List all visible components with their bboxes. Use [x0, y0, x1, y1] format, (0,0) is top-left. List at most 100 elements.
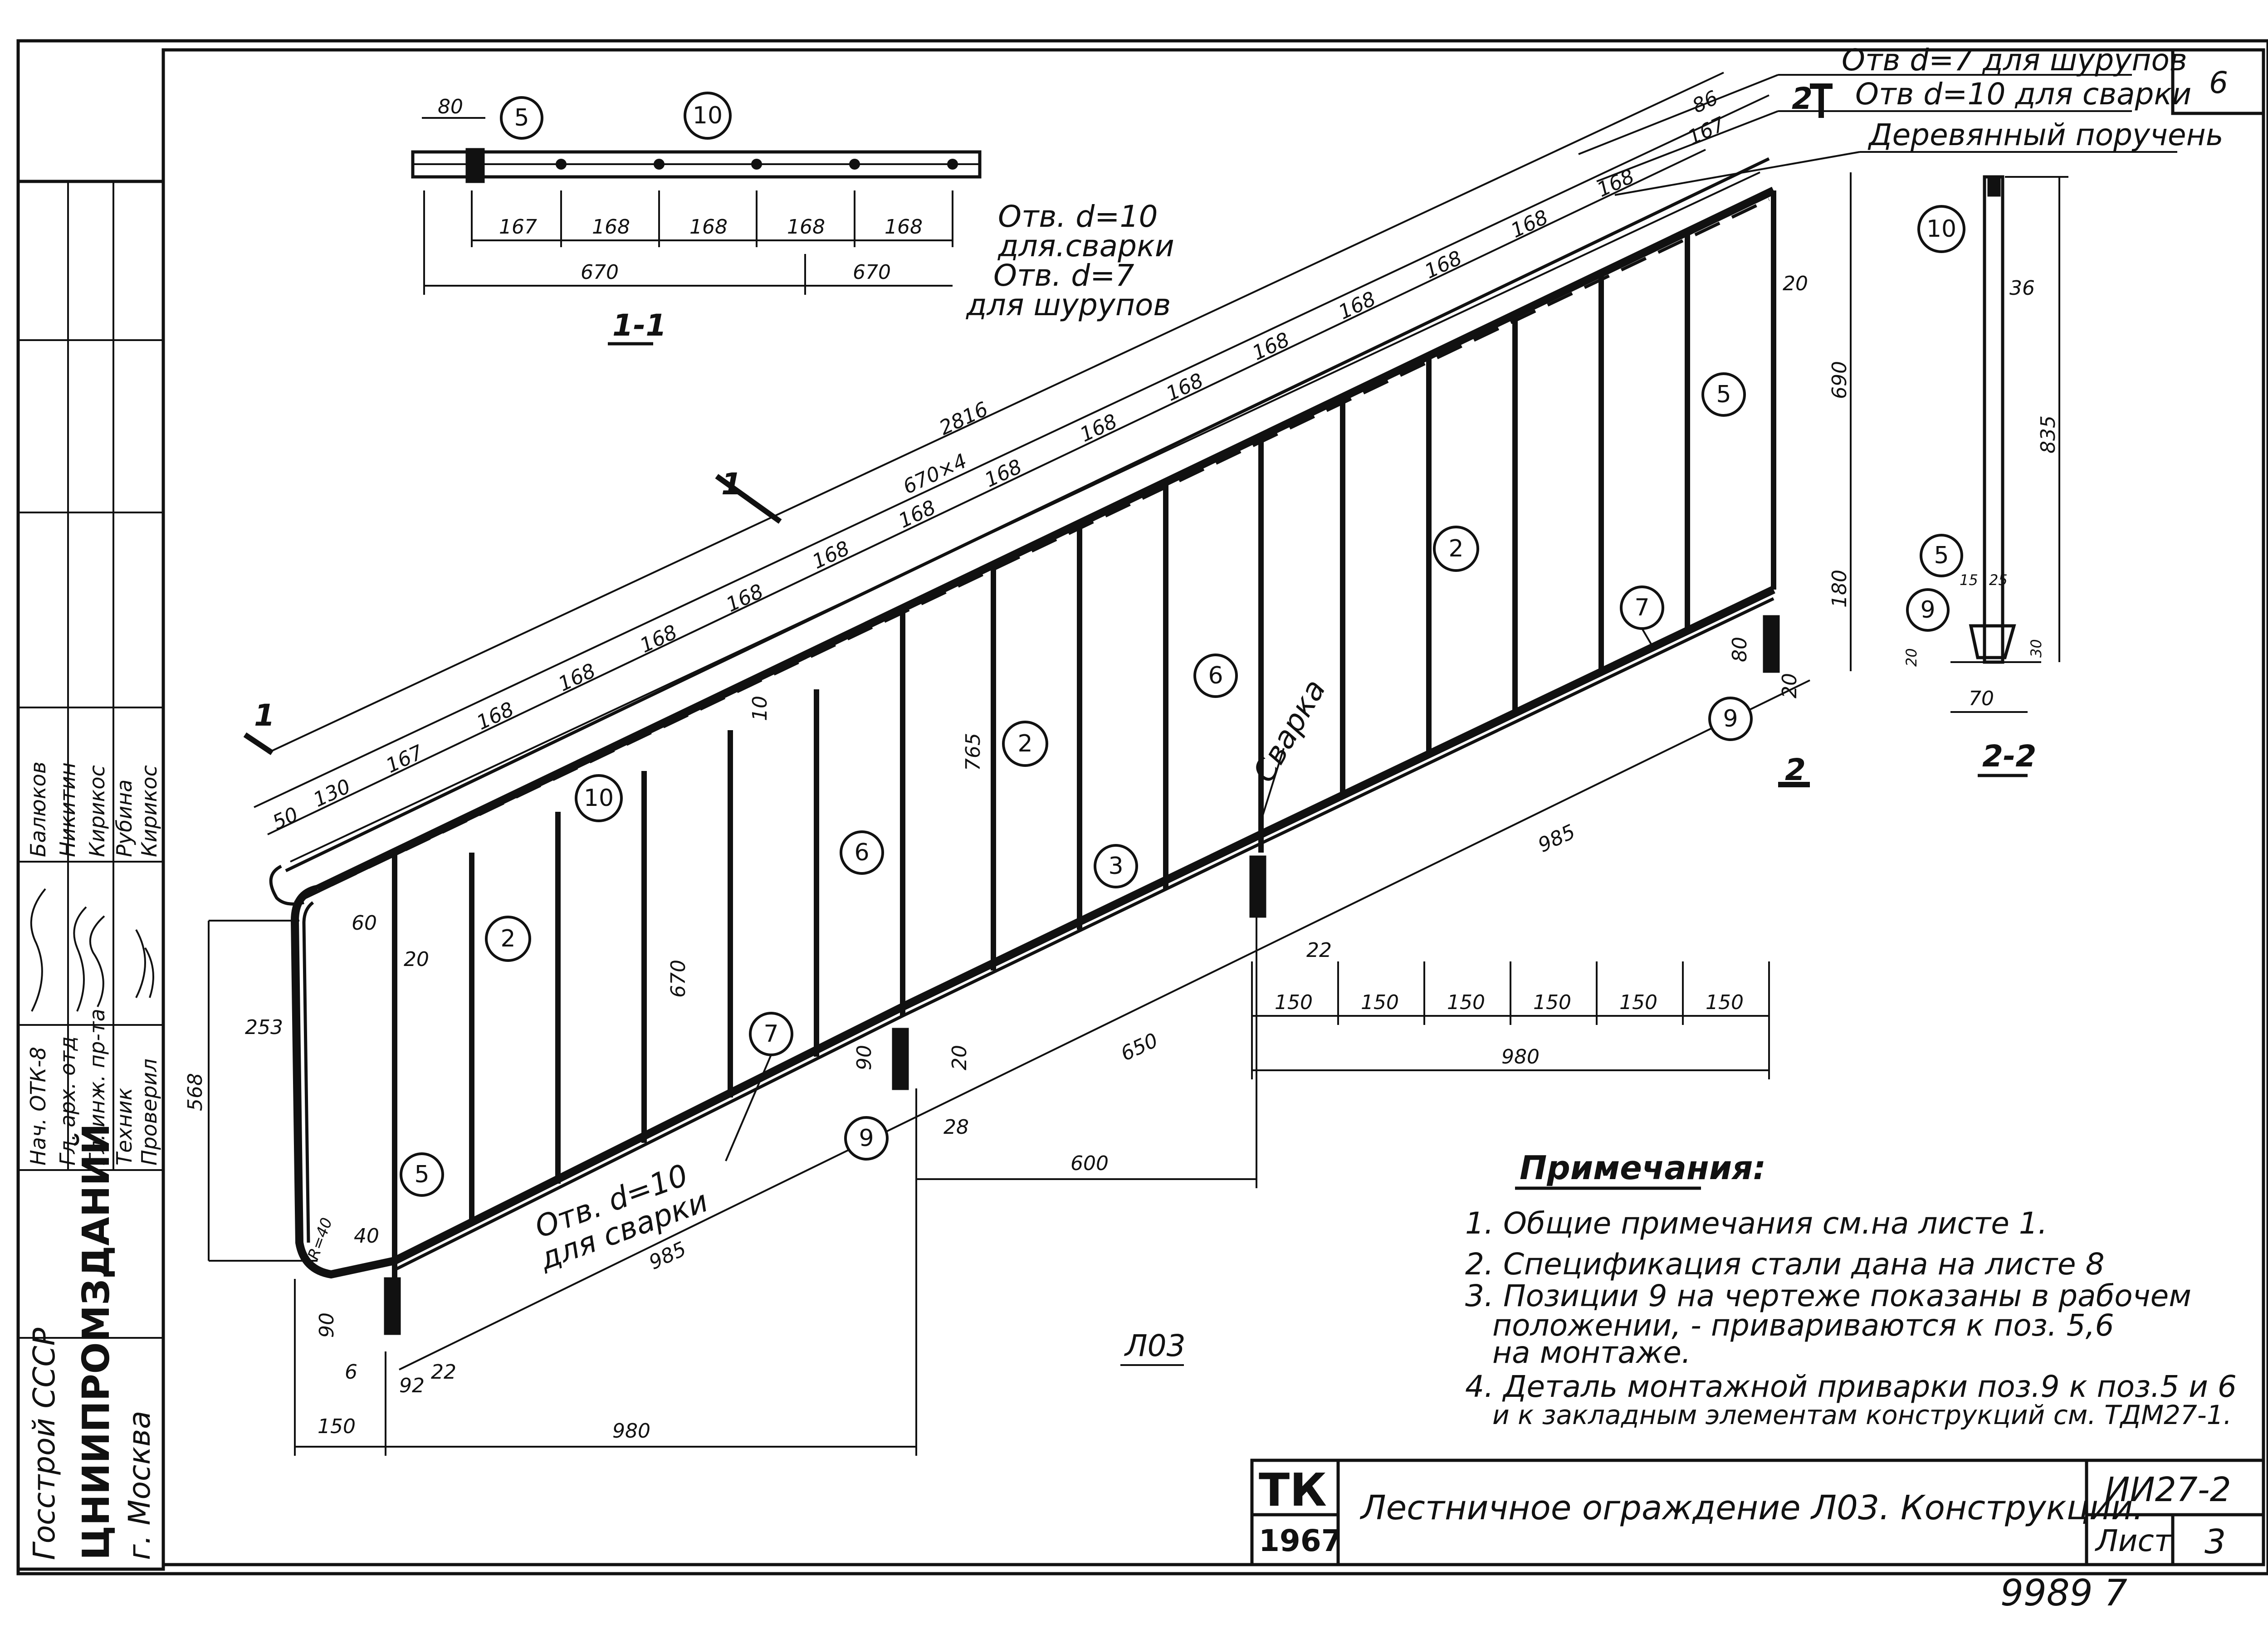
sec22-pos-10: 10 [1926, 215, 1956, 243]
pos-2-label-left: 2 [500, 925, 515, 952]
note-line-1: 1. Общие примечания см.на листе 1. [1465, 1206, 2048, 1241]
pos-9-balloon-right [1708, 697, 1753, 741]
section-mark-2-bottom: 2 [1785, 752, 1806, 787]
section-1-1: 80 167 168 168 168 168 670 670 Отв. d=10… [411, 92, 1174, 346]
tb-sheet-num: 3 [2204, 1522, 2226, 1561]
sec22-dim-835: 835 [2037, 415, 2060, 454]
notes-title: Примечания: [1520, 1149, 1766, 1187]
pos-2-balloon-mid [1002, 721, 1048, 767]
dim-22-left: 22 [431, 1361, 456, 1384]
top-rail [316, 186, 1775, 893]
sec11-total-right: 670 [853, 261, 891, 284]
pos-6-label-mid: 6 [1208, 662, 1223, 689]
dim-90-left: 90 [315, 1312, 338, 1338]
signature-scribbles [30, 888, 154, 1012]
dim-168-8: 168 [1076, 410, 1121, 447]
callout-wood: Деревянный поручень [1867, 117, 2224, 152]
sec11-pos-10: 10 [693, 102, 723, 129]
dim-150-b1: 150 [1275, 991, 1313, 1014]
balusters [469, 231, 1690, 1224]
pos-9-label-left: 9 [859, 1125, 874, 1152]
tb-sheet-label: Лист [2095, 1523, 2173, 1558]
sec11-pos-5: 5 [514, 104, 529, 132]
dim-168-6: 168 [895, 496, 939, 533]
pos-6-balloon-left [840, 830, 884, 875]
plate-9-mid [892, 1028, 909, 1090]
pos-3-balloon [1094, 844, 1138, 888]
note-line-6: 4. Деталь монтажной приварки поз.9 к поз… [1465, 1369, 2237, 1404]
sec11-dim-80: 80 [438, 95, 463, 118]
pos-9-balloon-left [844, 1116, 889, 1161]
wooden-handrail [285, 157, 1770, 873]
dim-20-right2: 20 [1778, 673, 1801, 698]
sec22-dim-20: 20 [1903, 648, 1920, 667]
pos-6-label-left: 6 [854, 839, 869, 866]
dim-670-vertical: 670 [667, 960, 690, 998]
dim-130: 130 [310, 775, 354, 812]
pos-2-label-right: 2 [1448, 535, 1463, 562]
dim-167a: 167 [382, 741, 427, 778]
dim-168-3: 168 [636, 620, 681, 658]
dim-2816: 2816 [936, 397, 992, 440]
sec11-pos-5-balloon [500, 96, 543, 140]
stamp-role-5: Проверил [137, 1058, 161, 1166]
note-line-4: положении, - привариваются к поз. 5,6 [1492, 1308, 2114, 1343]
stamp-org-2: ЦНИИПРОМЗДАНИЙ [74, 1123, 118, 1560]
plate-9-left [384, 1277, 401, 1335]
dim-92: 92 [399, 1374, 425, 1397]
stamp-name-3: Кирикос [85, 765, 109, 857]
pos-2-balloon-right [1433, 526, 1479, 572]
sec11-title: 1-1 [612, 308, 666, 343]
sec22-pos-10-balloon [1917, 205, 1965, 253]
callout-screw: Отв d=7 для шурупов [1842, 43, 2187, 78]
sec11-pos-10-balloon [684, 92, 732, 140]
dim-168-7: 168 [981, 455, 1026, 492]
pos-2-label-mid: 2 [1017, 730, 1032, 757]
stamp-city: г. Москва [122, 1411, 157, 1560]
tb-code: ИИ27-2 [2105, 1470, 2231, 1509]
dim-985-top: 985 [1535, 820, 1579, 857]
dim-253: 253 [245, 1016, 283, 1039]
dim-650: 650 [1117, 1029, 1162, 1066]
sec22-dim-25: 25 [1989, 571, 2008, 589]
dim-168-12: 168 [1421, 246, 1466, 283]
dim-150-b2: 150 [1361, 991, 1399, 1014]
dim-28: 28 [943, 1116, 969, 1139]
pos-3-label: 3 [1108, 853, 1123, 880]
sec22-pos-9: 9 [1920, 596, 1935, 624]
dim-168-1: 168 [473, 697, 518, 735]
section-2-2: 10 5 9 36 835 15 25 30 20 70 2-2 [1903, 175, 2068, 777]
pos-10-balloon [575, 774, 623, 822]
notes-block: Примечания: 1. Общие примечания см.на ли… [1465, 1149, 2237, 1430]
sec22-dim-15: 15 [1960, 571, 1978, 589]
dim-168-14: 168 [1593, 165, 1638, 202]
sec22-pos-5: 5 [1934, 542, 1949, 569]
sec11-hole-screw-2: для шурупов [966, 288, 1171, 322]
tb-tk: ТК [1259, 1463, 1327, 1517]
dim-168-13: 168 [1507, 205, 1552, 243]
callouts-top-right: Отв d=7 для шурупов Отв d=10 для сварки … [1578, 43, 2224, 196]
stamp-role-4: Техник [112, 1088, 137, 1166]
pos-6-balloon-mid [1193, 654, 1238, 698]
callout-weld: Отв d=10 для сварки [1855, 77, 2191, 112]
dim-6: 6 [345, 1361, 357, 1384]
note-line-2: 2. Спецификация стали дана на листе 8 [1465, 1247, 2105, 1282]
tb-year: 1967 [1259, 1523, 1342, 1558]
dim-168-9: 168 [1163, 369, 1207, 406]
dim-690: 690 [1828, 361, 1851, 399]
dim-168-11: 168 [1335, 287, 1379, 324]
stamp-org-1: Госстрой СССР [27, 1327, 62, 1560]
sec11-spacing-5: 168 [885, 215, 923, 239]
dim-980-right: 980 [1501, 1045, 1540, 1068]
pos-5-balloon-left [400, 1152, 444, 1197]
pos-10-label: 10 [584, 785, 614, 812]
pos-7-label-left: 7 [763, 1020, 778, 1048]
note-line-5: на монтаже. [1492, 1335, 1691, 1370]
note-line-7: и к закладным элементам конструкций см. … [1492, 1400, 2232, 1430]
dim-168-10: 168 [1249, 328, 1293, 365]
dim-60: 60 [352, 912, 377, 935]
dim-20-right: 20 [1783, 272, 1808, 295]
view-label-lo3: Л03 [1124, 1328, 1186, 1363]
sec11-total-left: 670 [581, 261, 619, 284]
